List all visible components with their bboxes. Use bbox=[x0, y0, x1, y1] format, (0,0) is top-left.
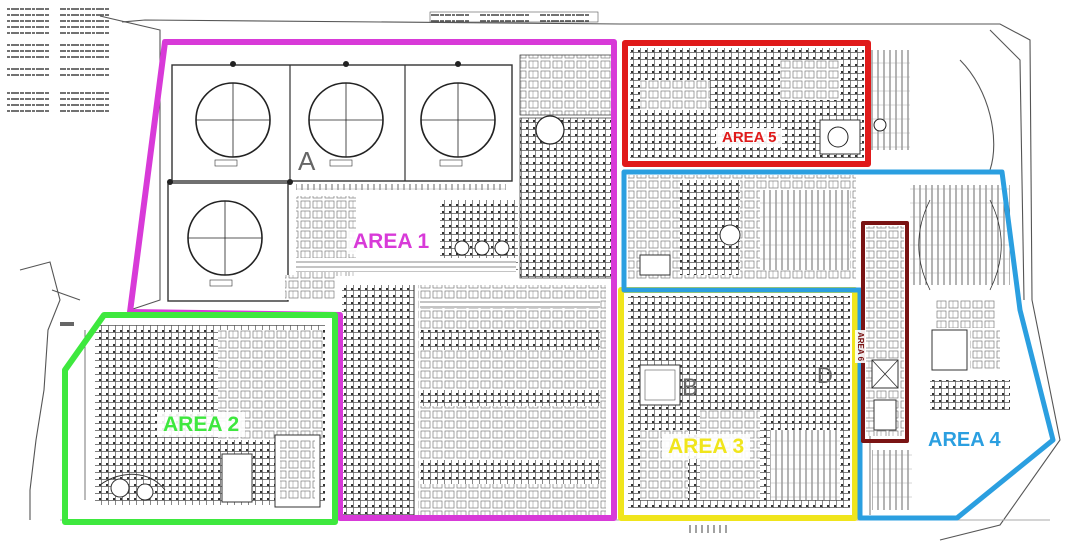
area4-right-equipment bbox=[869, 185, 1010, 515]
area1-lower-equipment bbox=[342, 285, 606, 515]
area-2-label: AREA 2 bbox=[157, 412, 246, 437]
letter-a: A bbox=[298, 146, 316, 176]
left-note bbox=[60, 322, 74, 326]
pipe-rack-ruler bbox=[296, 184, 506, 190]
area6-equipment bbox=[866, 226, 904, 436]
letter-d: D bbox=[817, 363, 833, 388]
area3-equipment bbox=[628, 296, 850, 508]
drawing-title-block bbox=[429, 11, 599, 23]
tank-farm bbox=[167, 61, 513, 302]
area-3-label: AREA 3 bbox=[662, 434, 751, 459]
area5-equipment bbox=[630, 48, 910, 158]
legend-notes bbox=[6, 8, 110, 116]
area-6-label: AREA 6 bbox=[855, 330, 865, 364]
area-1-label: AREA 1 bbox=[347, 229, 436, 254]
letter-b: B bbox=[682, 374, 698, 401]
area1-process-block bbox=[285, 54, 613, 300]
area-4-outline bbox=[621, 169, 1056, 521]
area-2-outline bbox=[62, 312, 338, 525]
area-5-outline bbox=[622, 40, 871, 167]
area4-upper-equipment bbox=[628, 175, 856, 280]
area-4-label: AREA 4 bbox=[922, 428, 1007, 452]
bottom-scale bbox=[689, 525, 727, 533]
area-5-label: AREA 5 bbox=[716, 128, 783, 147]
